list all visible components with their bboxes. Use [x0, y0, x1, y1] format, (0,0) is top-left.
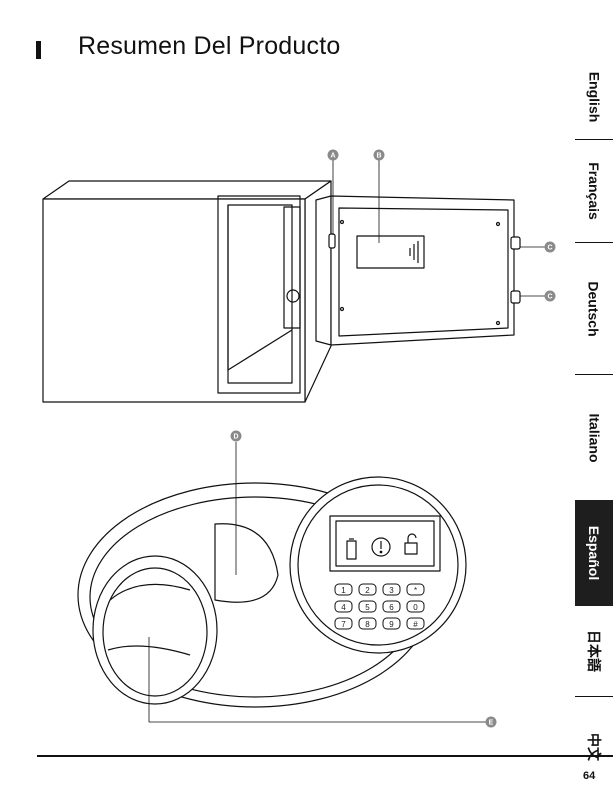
- key-star: *: [407, 584, 424, 595]
- tab-label: Deutsch: [586, 281, 602, 336]
- svg-text:9: 9: [389, 620, 394, 629]
- key-0: 0: [407, 601, 424, 612]
- svg-text:1: 1: [341, 586, 346, 595]
- svg-text:B: B: [376, 153, 381, 160]
- key-1: 1: [335, 584, 352, 595]
- key-6: 6: [383, 601, 400, 612]
- callout-c-lower: C: [545, 291, 556, 302]
- safe-body: [43, 181, 331, 402]
- callout-d: D: [231, 431, 242, 442]
- key-hash: #: [407, 618, 424, 629]
- svg-text:C: C: [547, 245, 552, 252]
- page-number: 64: [583, 770, 595, 782]
- key-2: 2: [359, 584, 376, 595]
- svg-text:2: 2: [365, 586, 370, 595]
- svg-text:4: 4: [341, 603, 346, 612]
- callout-c-upper: C: [545, 242, 556, 253]
- svg-text:C: C: [547, 294, 552, 301]
- tab-japanese[interactable]: 日本語: [575, 606, 613, 696]
- tab-italiano[interactable]: Italiano: [575, 375, 613, 500]
- tab-english[interactable]: English: [575, 55, 613, 139]
- tab-deutsch[interactable]: Deutsch: [575, 243, 613, 374]
- key-8: 8: [359, 618, 376, 629]
- footer-rule: [37, 755, 613, 757]
- svg-text:A: A: [330, 153, 335, 160]
- key-4: 4: [335, 601, 352, 612]
- safe-illustration: 1 2 3 * 4 5 6 0 7 8 9 # A B C C D E: [0, 0, 575, 745]
- svg-text:*: *: [414, 586, 417, 595]
- svg-text:5: 5: [365, 603, 370, 612]
- tab-label: 日本語: [584, 630, 604, 672]
- tab-espanol[interactable]: Español: [575, 500, 613, 606]
- callout-a: A: [328, 150, 339, 161]
- svg-text:7: 7: [341, 620, 346, 629]
- tab-label: Français: [586, 162, 602, 220]
- language-tabs: English Français Deutsch Italiano Españo…: [575, 55, 613, 710]
- tab-label: Italiano: [586, 413, 602, 462]
- svg-text:8: 8: [365, 620, 370, 629]
- svg-text:#: #: [413, 620, 418, 629]
- key-3: 3: [383, 584, 400, 595]
- svg-text:E: E: [489, 720, 494, 727]
- svg-text:3: 3: [389, 586, 394, 595]
- tab-francais[interactable]: Français: [575, 140, 613, 242]
- tab-label: Español: [586, 526, 602, 580]
- tab-chinese[interactable]: 中文: [575, 697, 613, 797]
- svg-text:D: D: [233, 434, 238, 441]
- callout-e: E: [486, 717, 497, 728]
- svg-text:0: 0: [413, 603, 418, 612]
- key-5: 5: [359, 601, 376, 612]
- callout-b: B: [374, 150, 385, 161]
- svg-text:6: 6: [389, 603, 394, 612]
- key-9: 9: [383, 618, 400, 629]
- safe-door: [316, 196, 520, 345]
- tab-label: English: [586, 72, 602, 123]
- key-7: 7: [335, 618, 352, 629]
